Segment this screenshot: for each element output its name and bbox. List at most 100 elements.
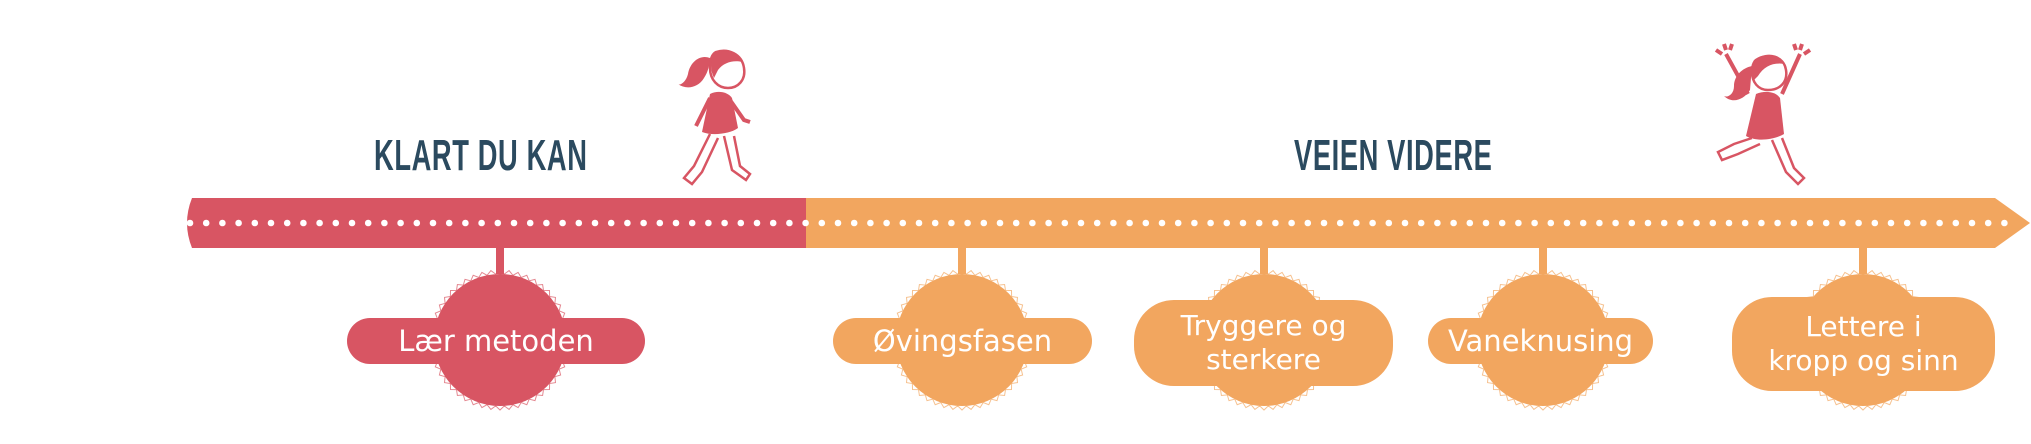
step-label-line: Tryggere og: [1180, 309, 1347, 342]
phase-title-veien-videre: VEIEN VIDERE: [1294, 131, 1493, 180]
timeline-dot: [1077, 219, 1085, 227]
timeline-dot: [1903, 219, 1911, 227]
timeline-dot: [1596, 219, 1603, 227]
timeline-dot: [705, 219, 712, 227]
timeline-dot: [1207, 219, 1214, 227]
step-label: Øvingsfasen: [833, 318, 1092, 364]
timeline-dot: [996, 219, 1004, 227]
timeline-dot: [915, 219, 923, 227]
timeline-dot: [1612, 219, 1619, 227]
timeline-dot: [267, 219, 275, 227]
timeline-dot: [1158, 219, 1166, 227]
step-label-line: sterkere: [1206, 343, 1321, 376]
timeline-step: [833, 246, 1092, 411]
phase-title-klart-du-kan: KLART DU KAN: [374, 131, 588, 180]
timeline-dot: [834, 219, 842, 227]
timeline-dot: [1920, 219, 1927, 227]
timeline-dot: [980, 219, 988, 227]
timeline-dot: [1887, 219, 1895, 227]
timeline-dot: [1272, 219, 1279, 227]
timeline-dot: [283, 219, 291, 227]
timeline-dot: [1255, 219, 1263, 227]
step-label-line: Øvingsfasen: [872, 324, 1053, 358]
timeline-dot: [1012, 219, 1020, 227]
timeline-dot: [251, 219, 259, 227]
timeline-dot: [235, 219, 242, 227]
timeline-dot: [1871, 219, 1879, 227]
timeline-dot: [2001, 219, 2008, 227]
timeline-dot: [1385, 219, 1393, 227]
step-label-pill: [347, 318, 645, 364]
timeline-dot: [1450, 219, 1457, 227]
timeline-dot: [1336, 219, 1344, 227]
timeline-dot: [202, 219, 210, 227]
timeline-dot: [1191, 219, 1198, 227]
timeline-dot: [316, 219, 323, 227]
timeline-dot: [1628, 219, 1636, 227]
timeline-dot: [591, 219, 599, 227]
timeline-dot: [624, 219, 631, 227]
timeline-dot: [381, 219, 388, 227]
timeline-dot: [1677, 219, 1684, 227]
step-label-line: Lær metoden: [398, 324, 594, 358]
timeline-dot: [510, 219, 518, 227]
timeline-dot: [1142, 219, 1150, 227]
timeline-dot: [1061, 219, 1069, 227]
timeline-dot: [1093, 219, 1101, 227]
timeline-dot: [948, 219, 955, 227]
timeline-dot: [1288, 219, 1295, 227]
timeline-dot: [300, 219, 307, 227]
timeline-dot: [867, 219, 874, 227]
timeline-dot: [332, 219, 340, 227]
step-label: Vaneknusing: [1428, 318, 1653, 364]
timeline-dot: [1563, 219, 1571, 227]
timeline-dot: [429, 219, 437, 227]
timeline-step: [347, 246, 645, 411]
timeline-dotted-line: [186, 219, 2008, 227]
timeline-dot: [1806, 219, 1814, 227]
timeline-dot: [1320, 219, 1328, 227]
timeline-dot: [348, 219, 356, 227]
timeline-dot: [1531, 219, 1538, 227]
timeline-dot: [802, 219, 809, 227]
timeline-dot: [1741, 219, 1749, 227]
timeline-dot: [1758, 219, 1765, 227]
timeline-dot: [1466, 219, 1474, 227]
timeline-dot: [1174, 219, 1182, 227]
timeline-dot: [964, 219, 971, 227]
timeline-dot: [1660, 219, 1668, 227]
timeline-dot: [931, 219, 939, 227]
step-label-line: Vaneknusing: [1447, 324, 1634, 358]
timeline-dot: [1774, 219, 1781, 227]
timeline-dot: [1709, 219, 1717, 227]
timeline-dot: [1936, 219, 1943, 227]
timeline-dot: [899, 219, 907, 227]
timeline-dot: [1029, 219, 1036, 227]
step-label-pill: [1134, 300, 1393, 386]
timeline-dot: [1968, 219, 1976, 227]
step-connector: [958, 246, 966, 274]
step-connector: [1539, 246, 1547, 274]
timeline-dot: [1693, 219, 1700, 227]
timeline-dot: [721, 219, 728, 227]
timeline-dot: [688, 219, 696, 227]
timeline-dot: [1579, 219, 1587, 227]
timeline-dot: [1515, 219, 1522, 227]
timeline-step: [1732, 246, 1995, 411]
timeline-dot: [753, 219, 761, 227]
timeline-dot: [494, 219, 502, 227]
timeline-dot: [1790, 219, 1798, 227]
step-label: Lær metoden: [347, 318, 645, 364]
timeline-dot: [1839, 219, 1846, 227]
step-connector: [1260, 246, 1268, 274]
timeline-dot: [1353, 219, 1360, 227]
timeline-dot: [737, 219, 745, 227]
timeline-dot: [850, 219, 858, 227]
jumping-girl-icon: [1714, 43, 1812, 186]
timeline-dot: [1434, 219, 1441, 227]
timeline-dot: [1547, 219, 1555, 227]
timeline-dot: [559, 219, 566, 227]
timeline-dot: [1045, 219, 1052, 227]
timeline-dot: [1644, 219, 1652, 227]
step-connector: [1859, 246, 1867, 274]
